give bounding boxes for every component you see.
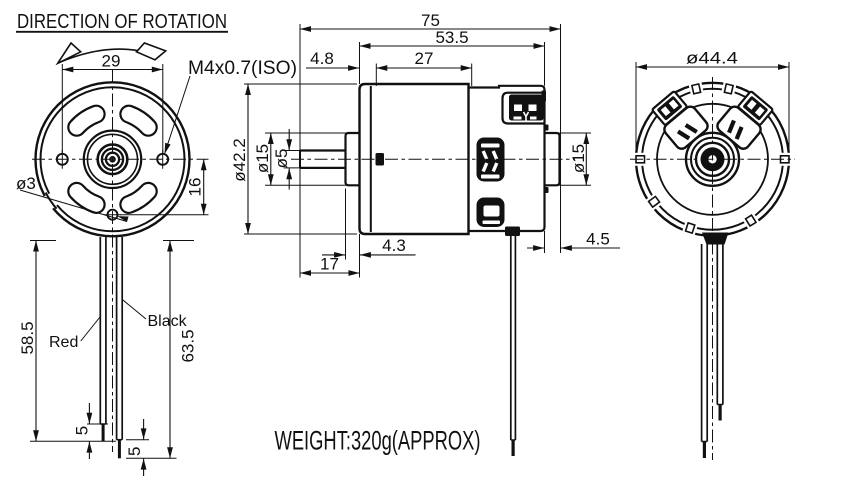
m4-leader-line xyxy=(164,75,191,153)
front-vent-slot-3 xyxy=(121,184,156,212)
side-vent-middle-slit-2 xyxy=(491,150,499,161)
rear-brush-left-slash-2 xyxy=(684,123,698,134)
red-wire-label: Red xyxy=(49,334,78,351)
dim-17-text: 17 xyxy=(320,255,339,274)
rear-wire-grommet xyxy=(702,232,729,245)
dim-444-text: ø44.4 xyxy=(686,49,738,68)
rear-brush-left-slot-2 xyxy=(668,99,679,110)
rotation-arrow-left-head xyxy=(55,41,83,66)
weight-note: WEIGHT:320g(APPROX) xyxy=(275,426,481,456)
rear-brush-left-slash-1 xyxy=(676,129,691,141)
terminal-housing-outline xyxy=(501,91,545,125)
dim-29-text: 29 xyxy=(102,52,121,71)
end-cap-outline xyxy=(468,84,546,233)
dim-27-text: 27 xyxy=(415,49,434,68)
dim-585-text: 58.5 xyxy=(18,321,37,354)
motor-body-outline xyxy=(358,82,470,236)
terminal-slot-bottom-left xyxy=(513,116,522,120)
front-vent-slot-2 xyxy=(69,184,104,212)
red-label-leader xyxy=(80,316,101,342)
rear-brush-right-slash-1 xyxy=(727,119,736,134)
rear-ring-notch-1-tab xyxy=(723,83,735,95)
side-vent-middle-slit-1 xyxy=(481,150,489,161)
dim-43-text: 4.3 xyxy=(382,236,406,255)
rear-ring-notch-6-tab xyxy=(744,214,758,228)
rear-brush-right-slot-1 xyxy=(746,99,757,110)
dia3-label: ø3 xyxy=(16,174,36,193)
dim-422-text: ø42.2 xyxy=(230,138,249,181)
rear-crimp-tab-top xyxy=(544,124,549,131)
side-vent-middle-slot-top xyxy=(481,143,500,148)
rear-ring-notch-4-tab xyxy=(647,195,661,209)
side-wire-grommet xyxy=(505,226,520,236)
m4-leader-arrow xyxy=(164,142,171,155)
rear-ring-notch-5 xyxy=(681,220,699,238)
front-ring-seam xyxy=(44,192,58,210)
dim-15l-text: ø15 xyxy=(253,144,272,173)
dia3-leader-line xyxy=(19,189,128,222)
dim-75-text: 75 xyxy=(421,11,440,30)
side-vent-middle-slit-3 xyxy=(481,162,489,173)
rear-brush-left-slot-1 xyxy=(660,106,671,117)
dim-16-text: 16 xyxy=(186,178,205,197)
terminal-y-notch xyxy=(522,111,530,121)
front-vent-slot-1 xyxy=(69,106,104,135)
rear-brush-right-slot-2 xyxy=(754,106,765,117)
rear-view: ø44.4 xyxy=(630,49,795,460)
black-wire-label: Black xyxy=(148,313,188,330)
dim-5s-text: ø5 xyxy=(272,149,291,169)
rear-crimp-tab-bottom xyxy=(544,187,549,193)
rear-brush-right-slash-2 xyxy=(734,126,744,140)
dim-15r-text: ø15 xyxy=(569,144,588,173)
terminal-corner-nub xyxy=(541,90,546,102)
dim-635-text: 63.5 xyxy=(179,329,198,362)
rear-ring-notch-5-tab xyxy=(684,221,696,235)
side-view: 75 53.5 4.8 27 ø42.2 ø15 ø5 ø15 4.3 17 4… xyxy=(230,11,620,456)
m4-thread-label: M4x0.7(ISO) xyxy=(188,58,297,79)
rear-ring-notch-2 xyxy=(688,79,704,97)
dia3-leader-arrow xyxy=(117,216,129,222)
terminal-slot-bottom-right xyxy=(530,116,537,120)
rear-brush-left xyxy=(651,90,709,150)
front-view: 29 M4x0.7(ISO) 16 ø3 58.5 63.5 5 5 Red B… xyxy=(16,41,297,476)
side-vent-middle-slit-4 xyxy=(491,162,499,173)
side-vent-middle-slot-bottom xyxy=(481,174,500,179)
rear-ring-notch-1 xyxy=(721,79,737,97)
rotation-arrow-right-head xyxy=(135,42,168,61)
terminal-slot-right xyxy=(528,104,537,111)
dim-5-red-text: 5 xyxy=(73,426,92,435)
dim-535-text: 53.5 xyxy=(435,28,468,47)
drawing-title: DIRECTION OF ROTATION xyxy=(17,10,227,33)
dim-48-text: 4.8 xyxy=(310,49,334,68)
side-vent-lower-slot xyxy=(482,220,500,224)
dim-5-black-text: 5 xyxy=(125,447,144,456)
rear-ring-notch-6 xyxy=(741,211,761,232)
front-vent-slot-0 xyxy=(121,106,156,135)
dim-45-text: 4.5 xyxy=(586,230,610,249)
black-label-leader xyxy=(121,299,147,320)
rear-ring-notch-2-tab xyxy=(690,83,702,95)
terminal-slot-left xyxy=(514,104,522,111)
rear-brush-right xyxy=(716,90,774,150)
side-vent-lower-hole xyxy=(483,205,500,217)
terminal-block xyxy=(509,94,544,121)
rear-ring-notch-4 xyxy=(643,192,663,212)
